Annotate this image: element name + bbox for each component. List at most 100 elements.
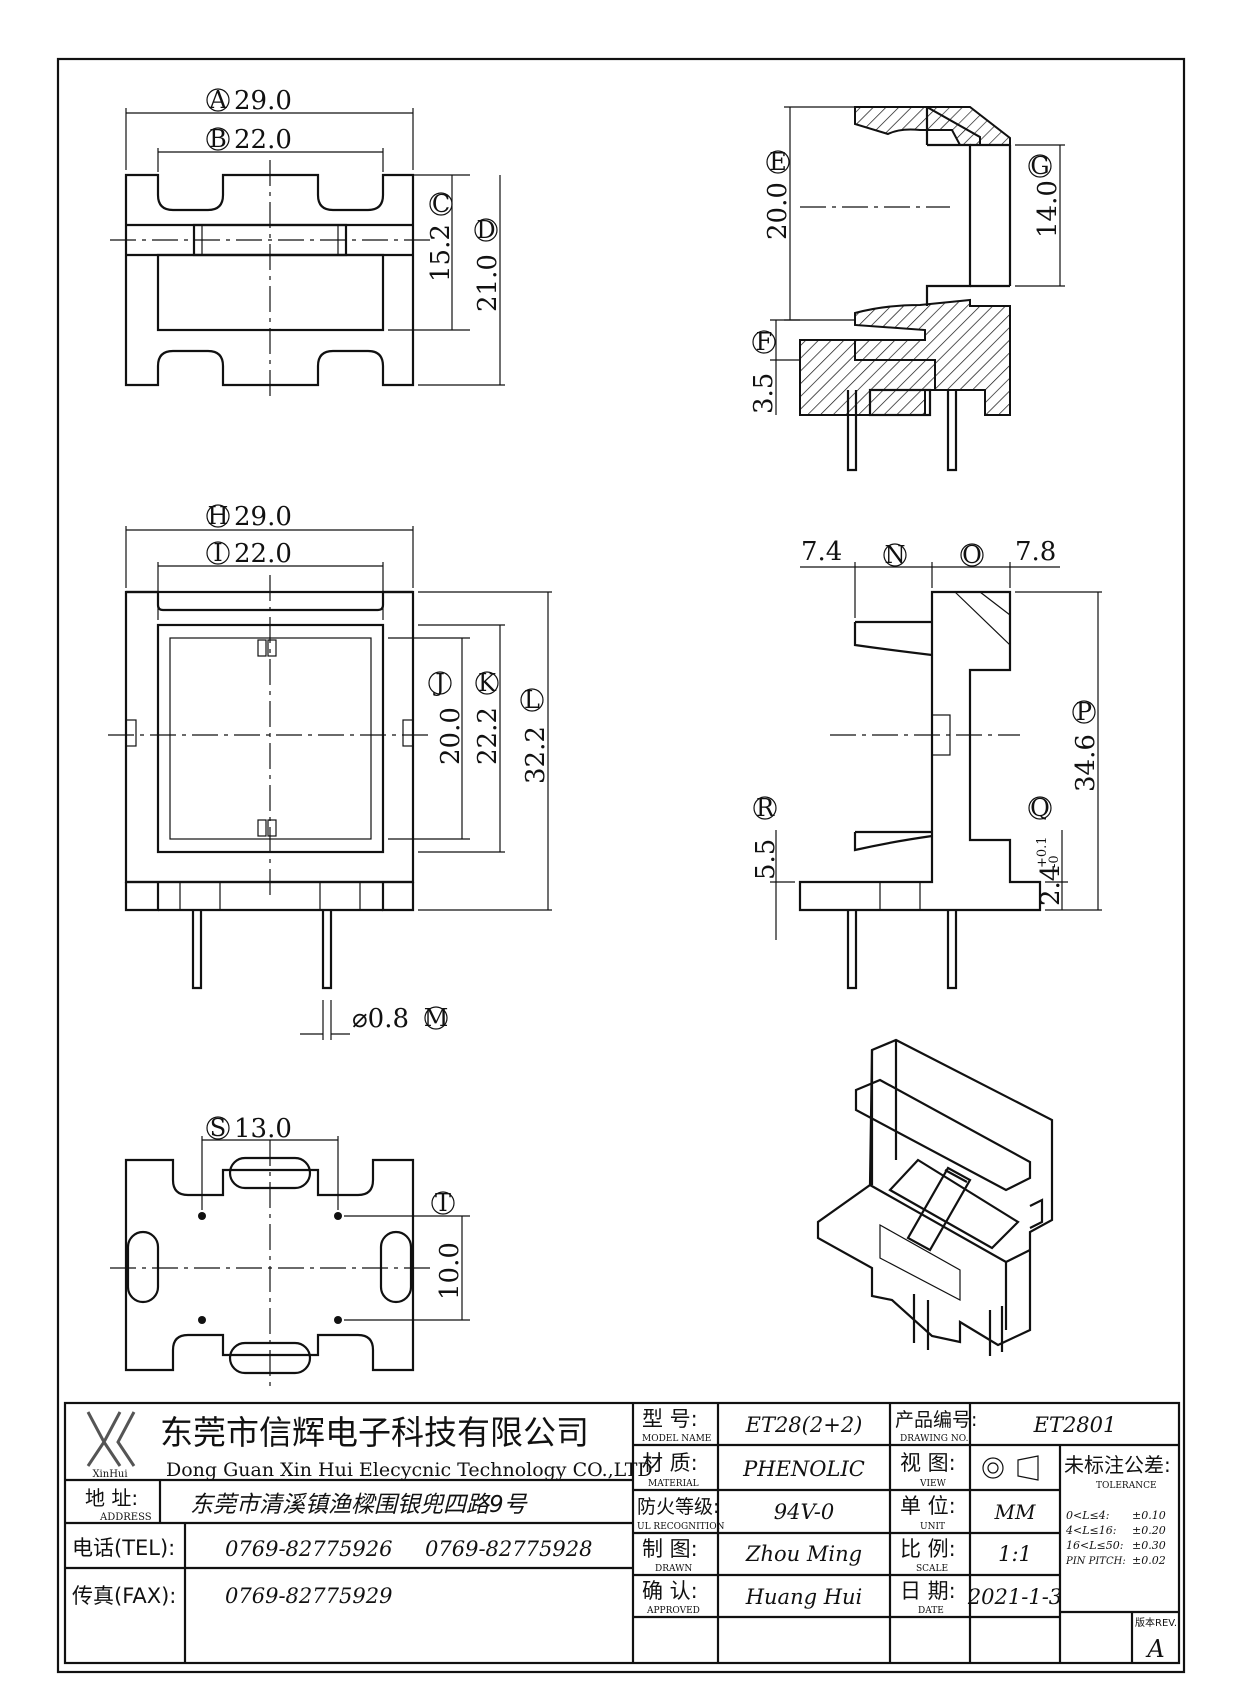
isometric-view bbox=[816, 1038, 1054, 1356]
dim-value-g: 14.0 bbox=[1033, 180, 1063, 238]
dim-value-q: 2.4 bbox=[1036, 865, 1066, 906]
company-logo: XinHui bbox=[86, 1411, 136, 1480]
dim-letter-i: I bbox=[213, 539, 222, 567]
dim-letter-n: N bbox=[885, 541, 906, 569]
model-label: 型 号: bbox=[642, 1407, 698, 1431]
address-value: 东莞市清溪镇渔樑围银兜四路9号 bbox=[190, 1492, 528, 1518]
dim-letter-l: L bbox=[524, 686, 540, 714]
tolerance-value-1: ±0.10 bbox=[1132, 1509, 1166, 1522]
dim-letter-h: H bbox=[208, 502, 229, 530]
dim-letter-e: E bbox=[769, 148, 787, 176]
unit-label-en: UNIT bbox=[920, 1522, 945, 1532]
tolerance-label-en: TOLERANCE bbox=[1096, 1481, 1157, 1491]
material-label-en: MATERIAL bbox=[648, 1479, 699, 1489]
view-label-en: VIEW bbox=[919, 1479, 947, 1489]
drawing-no-value: ET2801 bbox=[1033, 1413, 1117, 1437]
top-view: A 29.0 B 22.0 C 15.2 D 21.0 bbox=[110, 86, 505, 400]
tolerance-value-2: ±0.20 bbox=[1132, 1524, 1166, 1537]
model-label-en: MODEL NAME bbox=[642, 1434, 711, 1444]
tolerance-range-2: 4<L≤16: bbox=[1065, 1524, 1116, 1537]
dim-letter-b: B bbox=[209, 125, 227, 153]
tolerance-label: 未标注公差: bbox=[1064, 1453, 1171, 1477]
dim-value-r: 5.5 bbox=[751, 839, 781, 880]
ul-label-en: UL RECOGNITION bbox=[637, 1522, 725, 1532]
dim-value-l: 32.2 bbox=[521, 726, 551, 784]
ul-value: 94V-0 bbox=[774, 1500, 834, 1524]
company-name-en: Dong Guan Xin Hui Elecycnic Technology C… bbox=[166, 1459, 653, 1481]
address-label: 地 址: bbox=[85, 1486, 138, 1510]
dim-letter-p: P bbox=[1076, 698, 1092, 726]
view-label: 视 图: bbox=[900, 1451, 956, 1475]
dim-value-c: 15.2 bbox=[426, 224, 456, 282]
dim-letter-a: A bbox=[208, 86, 227, 114]
material-value: PHENOLIC bbox=[742, 1457, 865, 1481]
dim-value-t: 10.0 bbox=[435, 1242, 465, 1300]
drawn-label: 制 图: bbox=[642, 1537, 698, 1561]
dim-letter-r: R bbox=[756, 794, 775, 822]
date-value: 2021-1-3 bbox=[967, 1585, 1062, 1609]
section-view: E 20.0 F 3.5 G 14.0 bbox=[749, 106, 1065, 472]
dim-letter-g: G bbox=[1030, 152, 1049, 180]
approved-label-en: APPROVED bbox=[646, 1606, 700, 1616]
sheet-border bbox=[56, 57, 1186, 1674]
dim-value-s: 13.0 bbox=[234, 1114, 292, 1144]
date-label: 日 期: bbox=[900, 1579, 956, 1603]
projection-symbol-icon bbox=[982, 1455, 1039, 1481]
tel-value-1: 0769-82775926 bbox=[225, 1537, 392, 1561]
company-name-cn: 东莞市信辉电子科技有限公司 bbox=[160, 1413, 589, 1452]
material-label: 材 质: bbox=[642, 1451, 698, 1475]
dim-letter-s: S bbox=[210, 1114, 226, 1142]
dim-tol-plus-q: +0.1 bbox=[1035, 836, 1050, 868]
address-label-en: ADDRESS bbox=[99, 1512, 152, 1523]
date-label-en: DATE bbox=[918, 1606, 944, 1616]
scale-label-en: SCALE bbox=[916, 1564, 948, 1574]
approved-label: 确 认: bbox=[642, 1579, 698, 1603]
dim-value-o: 7.8 bbox=[1015, 537, 1056, 567]
bottom-view: S 13.0 T 10.0 bbox=[110, 1114, 470, 1390]
dim-value-e: 20.0 bbox=[763, 182, 793, 240]
dim-value-m: ⌀0.8 bbox=[352, 1004, 409, 1034]
dim-tol-minus-q: -0 bbox=[1047, 855, 1062, 868]
tolerance-range-3: 16<L≤50: bbox=[1066, 1539, 1123, 1552]
dim-value-j: 20.0 bbox=[436, 707, 466, 765]
dim-letter-t: T bbox=[435, 1189, 451, 1217]
tolerance-range-4: PIN PITCH: bbox=[1065, 1556, 1126, 1567]
dim-value-d: 21.0 bbox=[473, 254, 503, 312]
fax-label: 传真(FAX): bbox=[72, 1584, 176, 1608]
dim-letter-q: Q bbox=[1030, 794, 1050, 822]
dim-value-h: 29.0 bbox=[234, 502, 292, 532]
tolerance-value-4: ±0.02 bbox=[1132, 1554, 1166, 1567]
tolerance-range-1: 0<L≤4: bbox=[1066, 1509, 1109, 1522]
scale-value: 1:1 bbox=[998, 1542, 1032, 1566]
unit-label: 单 位: bbox=[900, 1494, 956, 1518]
dim-value-i: 22.0 bbox=[234, 539, 292, 569]
dim-letter-k: K bbox=[478, 669, 497, 697]
approved-value: Huang Hui bbox=[745, 1585, 863, 1609]
drawn-label-en: DRAWN bbox=[655, 1564, 692, 1574]
tel-label: 电话(TEL): bbox=[72, 1536, 175, 1560]
rev-value: A bbox=[1145, 1635, 1164, 1663]
tolerance-value-3: ±0.30 bbox=[1132, 1539, 1166, 1552]
title-block: XinHui 东莞市信辉电子科技有限公司 Dong Guan Xin Hui E… bbox=[63, 1401, 1181, 1665]
side-view: 7.4 N O 7.8 P 34.6 Q 2.4 +0.1 -0 R 5.5 bbox=[751, 537, 1102, 990]
dim-value-n: 7.4 bbox=[801, 537, 842, 567]
front-view: H 29.0 I 22.0 J 20.0 K 22.2 L 32.2 bbox=[108, 502, 552, 1040]
unit-value: MM bbox=[994, 1500, 1036, 1524]
dim-letter-d: D bbox=[476, 216, 495, 244]
dim-value-a: 29.0 bbox=[234, 86, 292, 116]
logo-text: XinHui bbox=[92, 1469, 127, 1480]
dim-letter-o: O bbox=[962, 541, 982, 569]
drawing-no-label-en: DRAWING NO. bbox=[900, 1434, 969, 1444]
fax-value: 0769-82775929 bbox=[225, 1584, 392, 1608]
dim-letter-c: C bbox=[432, 190, 450, 218]
drawing-no-label: 产品编号: bbox=[895, 1409, 977, 1431]
ul-label: 防火等级: bbox=[637, 1496, 719, 1518]
dim-letter-m: M bbox=[424, 1004, 449, 1032]
dim-letter-f: F bbox=[756, 328, 773, 356]
dim-letter-j: J bbox=[432, 669, 445, 697]
dim-value-k: 22.2 bbox=[473, 707, 503, 765]
rev-label: 版本REV. bbox=[1135, 1616, 1177, 1629]
tel-value-2: 0769-82775928 bbox=[425, 1537, 592, 1561]
dim-value-f: 3.5 bbox=[749, 373, 779, 414]
